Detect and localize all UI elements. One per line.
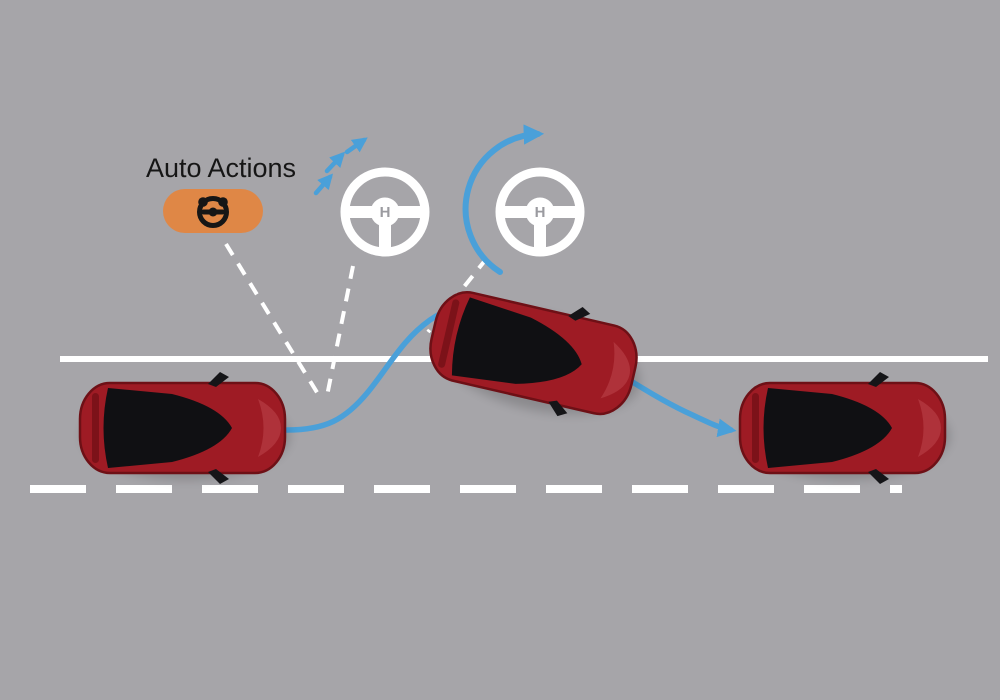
steering-wheel-correct: H xyxy=(462,124,583,275)
vibration-arrows-icon xyxy=(313,137,368,196)
auto-actions-label: Auto Actions xyxy=(146,153,296,183)
hands-on-wheel-icon xyxy=(197,196,229,228)
wheel-logo: H xyxy=(380,204,391,221)
car-left xyxy=(78,370,287,486)
steering-correction-arrow xyxy=(462,124,545,275)
callout-line-badge xyxy=(224,242,320,396)
wheel-logo: H xyxy=(535,204,546,221)
auto-actions-badge xyxy=(163,189,263,233)
steering-wheel-vibrate: H xyxy=(313,137,428,255)
car-right xyxy=(738,370,947,486)
